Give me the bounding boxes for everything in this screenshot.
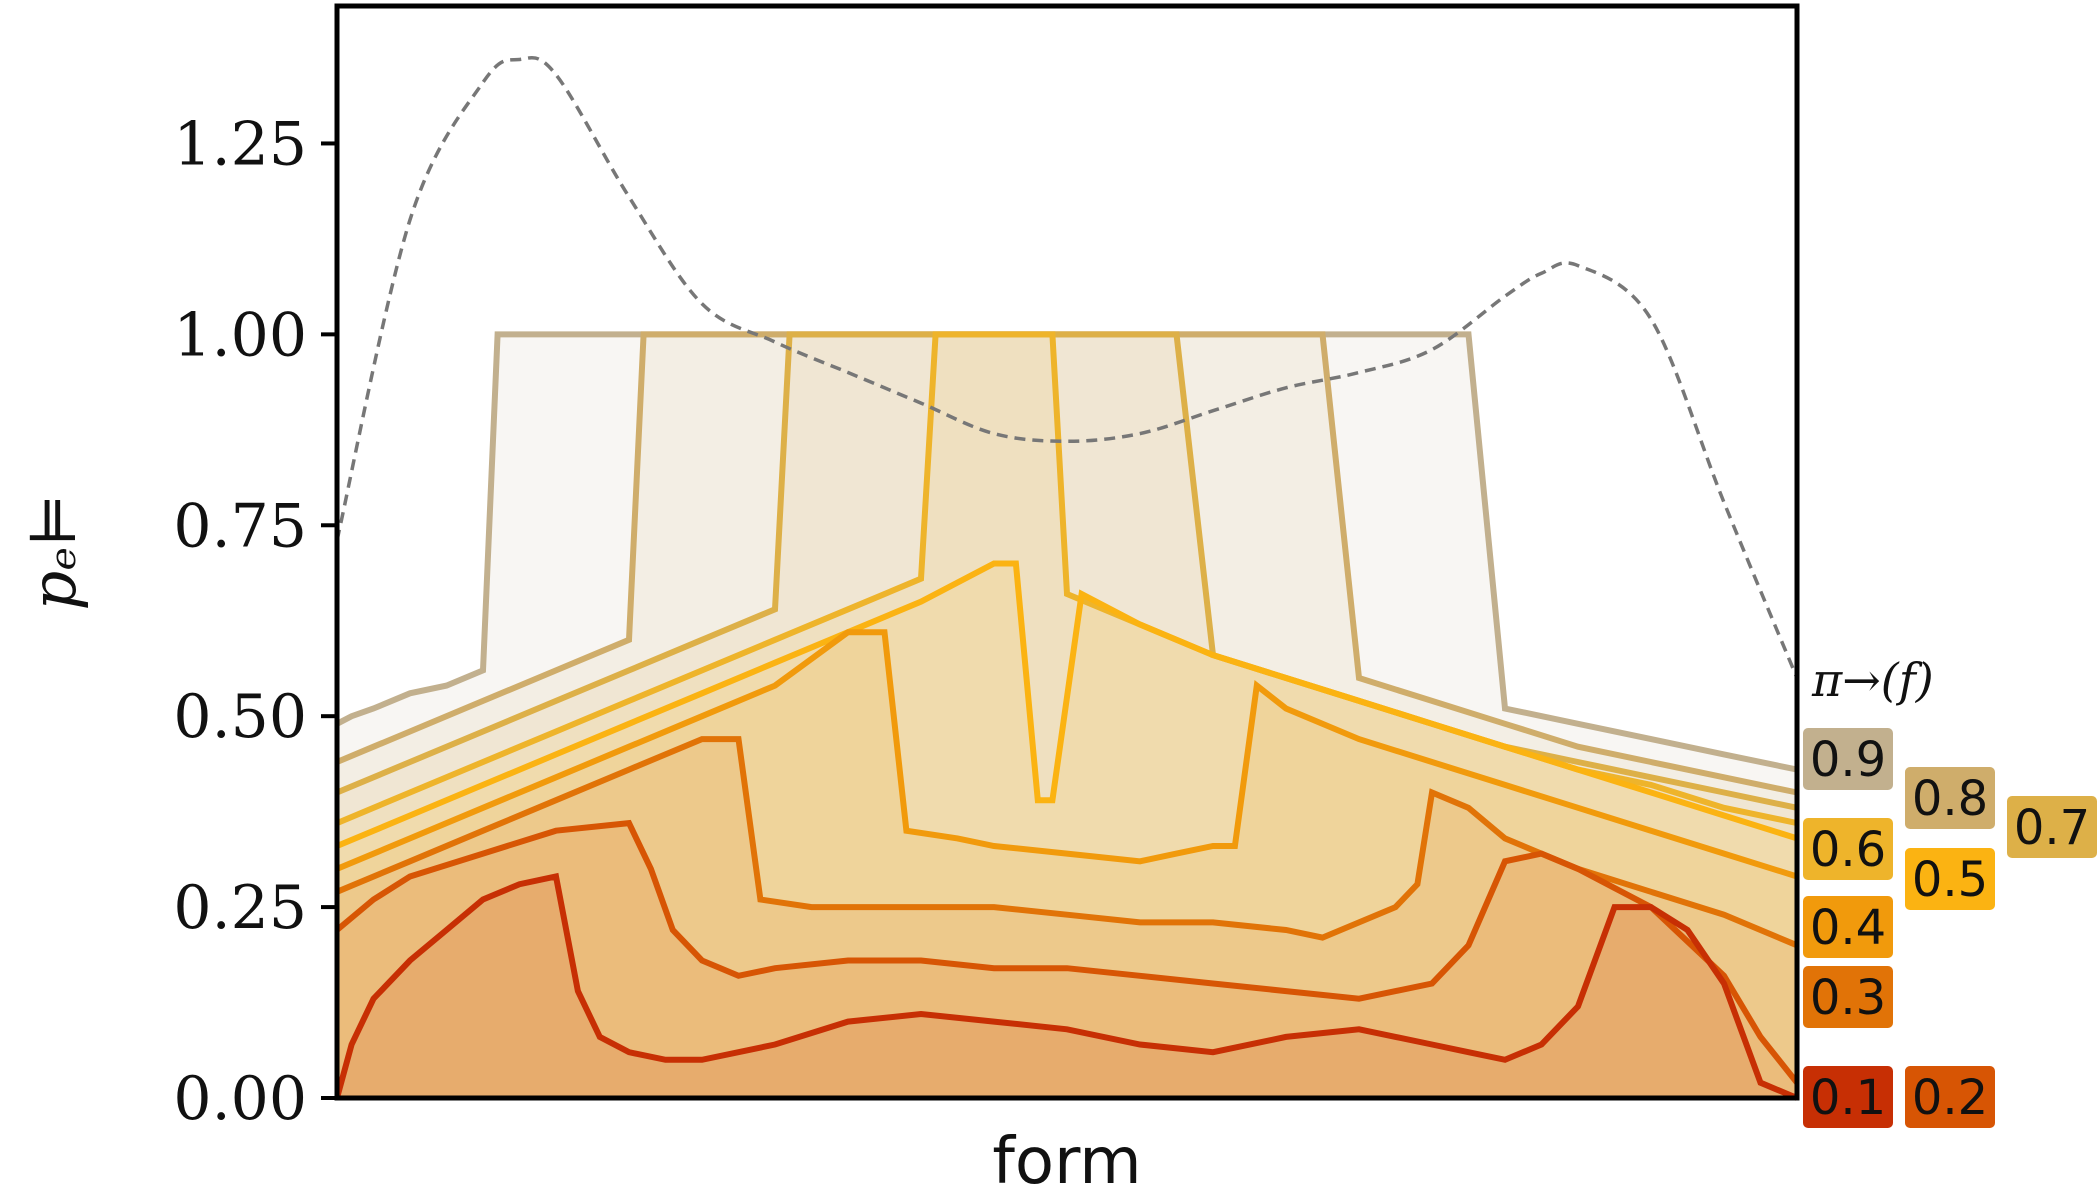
contour-fill-0.2 xyxy=(337,823,1797,1098)
plot-frame xyxy=(334,3,1800,1101)
contour-fill-0.5 xyxy=(337,563,1797,1098)
legend-item-0.7: 0.7 xyxy=(2007,796,2097,858)
contour-line-0.2 xyxy=(335,819,1800,1085)
y-tick-label: 1.25 xyxy=(173,109,307,179)
legend-item-0.3: 0.3 xyxy=(1803,966,1893,1028)
legend-label: 0.9 xyxy=(1810,732,1886,788)
legend-swatch xyxy=(1803,966,1893,1028)
contour-line-0.3 xyxy=(335,736,1799,949)
legend-item-0.5: 0.5 xyxy=(1905,848,1995,910)
y-tick-label: 0.00 xyxy=(173,1064,307,1134)
legend-swatch xyxy=(1803,896,1893,958)
contour-fill-0.1 xyxy=(337,876,1797,1098)
legend-item-0.2: 0.2 xyxy=(1905,1066,1995,1128)
contour-line-0.4 xyxy=(335,629,1798,880)
overlay-layer xyxy=(335,55,1799,679)
y-tick-label: 0.50 xyxy=(173,682,307,752)
legend-swatch xyxy=(1905,767,1995,829)
contour-fill-0.3 xyxy=(337,739,1797,1098)
legend-label: 0.1 xyxy=(1810,1070,1886,1126)
legend-swatch xyxy=(1803,728,1893,790)
legend-item-0.4: 0.4 xyxy=(1803,896,1893,958)
legend-label: 0.8 xyxy=(1912,771,1988,827)
legend-item-0.8: 0.8 xyxy=(1905,767,1995,829)
legend-item-0.6: 0.6 xyxy=(1803,818,1893,880)
legend-item-0.1: 0.1 xyxy=(1803,1066,1893,1128)
legend-label: 0.4 xyxy=(1810,900,1886,956)
legend-label: 0.2 xyxy=(1912,1070,1988,1126)
legend-item-0.9: 0.9 xyxy=(1803,728,1893,790)
legend: 0.9 0.8 0.7 0.6 0.5 0.4 0.3 0.2 0.1 xyxy=(1803,728,2097,1128)
legend-label: 0.7 xyxy=(2014,800,2090,856)
legend-label: 0.6 xyxy=(1810,822,1886,878)
y-tick-label: 0.25 xyxy=(173,873,307,943)
legend-swatch xyxy=(1905,848,1995,910)
legend-label: 0.3 xyxy=(1810,970,1886,1026)
legend-swatch xyxy=(1803,1066,1893,1128)
y-tick-label: 0.75 xyxy=(173,491,307,561)
line-layer xyxy=(334,331,1800,1101)
dashed-overlay-curve xyxy=(335,55,1799,679)
x-axis-label: form xyxy=(992,1125,1141,1199)
contour-line-0.8 xyxy=(335,331,1798,796)
contour-line-0.9 xyxy=(335,331,1798,773)
contour-line-0.1 xyxy=(334,872,1799,1101)
y-axis-label: pₑ⊨ xyxy=(17,493,90,610)
y-axis: 0.00 0.25 0.50 0.75 1.00 1.25 xyxy=(173,109,337,1134)
legend-swatch xyxy=(2007,796,2097,858)
legend-title: π→(f) xyxy=(1811,653,1934,707)
legend-label: 0.5 xyxy=(1912,852,1988,908)
y-tick-label: 1.00 xyxy=(173,300,307,370)
legend-swatch xyxy=(1905,1066,1995,1128)
contour-line-0.5 xyxy=(335,560,1798,849)
contour-line-0.7 xyxy=(335,331,1798,811)
legend-swatch xyxy=(1803,818,1893,880)
